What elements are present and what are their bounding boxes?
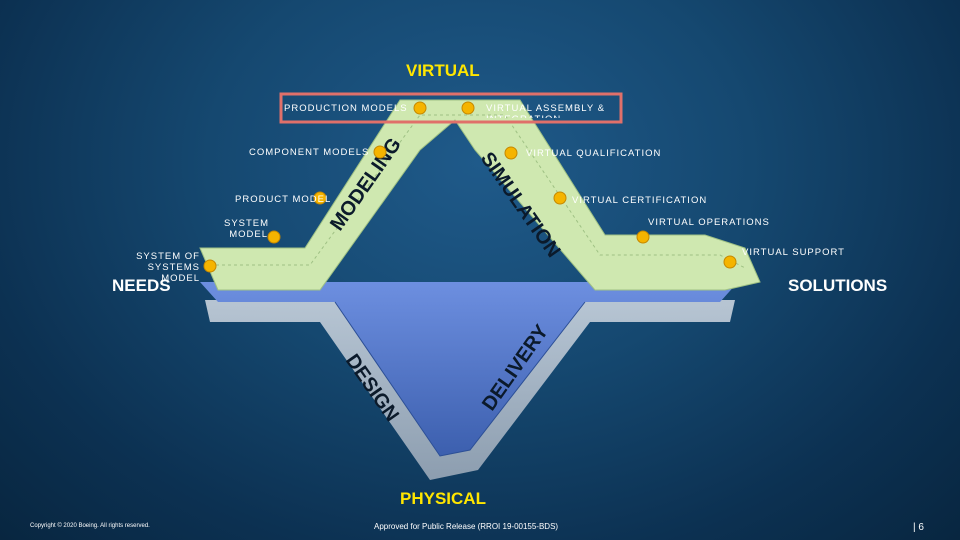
approval-text: Approved for Public Release (RROI 19-001… <box>374 522 559 531</box>
copyright-text: Copyright © 2020 Boeing. All rights rese… <box>30 523 150 529</box>
label-system-model-line2: MODEL <box>229 229 268 240</box>
label-production-models: PRODUCTION MODELS <box>284 103 408 114</box>
physical-title: PHYSICAL <box>400 489 486 508</box>
node-virtual-assembly[interactable] <box>461 101 475 115</box>
physical-band <box>200 282 738 456</box>
node-virtual-operations[interactable] <box>636 230 650 244</box>
node-system-model[interactable] <box>267 230 281 244</box>
physical-band-inner <box>334 301 586 457</box>
label-virtual-certification: VIRTUAL CERTIFICATION <box>572 195 708 206</box>
label-sos-line2: MODEL <box>161 273 200 284</box>
node-virtual-qualification[interactable] <box>504 146 518 160</box>
label-sos-line1: SYSTEM OF SYSTEMS <box>136 251 200 273</box>
label-component-models: COMPONENT MODELS <box>249 147 370 158</box>
label-product-model: PRODUCT MODEL <box>235 194 332 205</box>
label-system-model-line1: SYSTEM <box>224 218 270 229</box>
label-virtual-assembly: VIRTUAL ASSEMBLY & INTEGRATION <box>486 103 606 118</box>
virtual-band-track <box>210 114 746 269</box>
label-virtual-support: VIRTUAL SUPPORT <box>742 247 845 258</box>
needs-heading: NEEDS <box>112 276 171 295</box>
node-virtual-support[interactable] <box>723 255 737 269</box>
node-sos-model[interactable] <box>203 259 217 273</box>
virtual-band <box>199 99 761 291</box>
solutions-heading: SOLUTIONS <box>788 276 888 295</box>
node-production-models[interactable] <box>413 101 427 115</box>
virtual-title: VIRTUAL <box>406 61 480 80</box>
node-component-models[interactable] <box>373 145 387 159</box>
label-virtual-operations: VIRTUAL OPERATIONS <box>648 217 770 228</box>
node-virtual-certification[interactable] <box>553 191 567 205</box>
highlight-box <box>279 92 623 124</box>
node-product-model[interactable] <box>313 191 327 205</box>
label-system-model: SYSTEM MODEL <box>224 218 268 240</box>
page-number: | 6 <box>913 522 924 533</box>
label-sos-model: SYSTEM OF SYSTEMS MODEL <box>88 251 200 284</box>
label-virtual-qualification: VIRTUAL QUALIFICATION <box>526 148 662 159</box>
node-group <box>203 101 737 273</box>
